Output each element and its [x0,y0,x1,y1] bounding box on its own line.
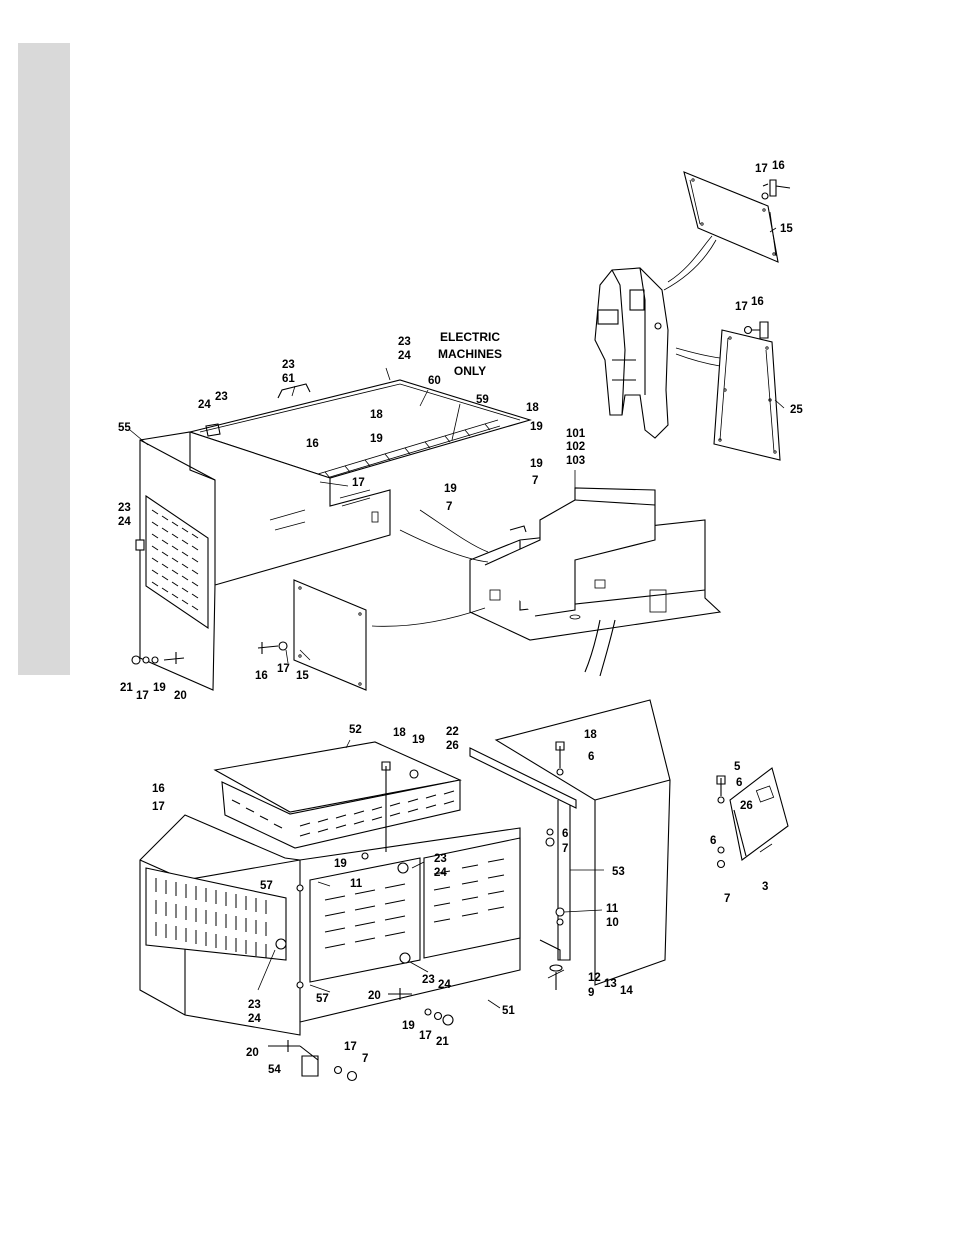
callout: 102 [566,441,585,453]
callout: 20 [174,690,187,702]
callout: 57 [260,880,273,892]
callout: 55 [118,422,131,434]
callout: 19 [402,1020,415,1032]
callout: 60 [428,375,441,387]
callout: 17 [755,163,768,175]
callout: 26 [740,800,753,812]
cover-plate-15-middle [258,580,366,690]
callout: 25 [790,404,803,416]
callout: 19 [412,734,425,746]
callout: 20 [368,990,381,1002]
callout: 13 [604,978,617,990]
callout: 53 [612,866,625,878]
callout: 21 [436,1036,449,1048]
callout: 24 [198,399,211,411]
note-line-2: MACHINES [438,347,502,361]
callout: 11 [350,878,363,890]
callout: 12 [588,972,601,984]
small-door-plate [717,768,788,868]
callout: 9 [588,987,594,999]
callout: 23 [398,336,411,348]
callout: 18 [393,727,406,739]
callout: 15 [780,223,793,235]
callout: 14 [620,985,633,997]
callout: 18 [584,729,597,741]
callout: 19 [370,433,383,445]
callout: 17 [136,690,149,702]
callout: 57 [316,993,329,1005]
callout: 19 [153,682,166,694]
callout: 24 [248,1013,261,1025]
callout: 16 [306,438,319,450]
cover-plate-25 [676,330,780,460]
callout: 19 [334,858,347,870]
equipment-tray [372,488,720,676]
callout: 23 [118,502,131,514]
callout: 17 [419,1030,432,1042]
callout: 7 [724,893,730,905]
callout: 19 [530,458,543,470]
note-line-3: ONLY [454,364,486,378]
callout: 22 [446,726,459,738]
callout: 101 [566,428,586,440]
callout: 59 [476,394,489,406]
callout: 23 [215,391,228,403]
callout: 24 [438,979,451,991]
callout: 10 [606,917,619,929]
callout: 11 [606,903,619,915]
callout: 16 [751,296,764,308]
callout: 7 [562,843,568,855]
callout: 7 [362,1053,368,1065]
callout: 61 [282,373,295,385]
electric-machines-note: ELECTRIC MACHINES ONLY [438,330,502,378]
callout: 18 [526,402,539,414]
callout: 24 [118,516,131,528]
callout: 7 [532,475,538,487]
callout: 6 [588,751,594,763]
cover-plate-15-top [664,172,778,290]
callout: 18 [370,409,383,421]
callout: 3 [762,881,768,893]
callout: 16 [152,783,165,795]
note-line-1: ELECTRIC [440,330,500,344]
callout: 17 [152,801,165,813]
callout: 52 [349,724,362,736]
callout: 51 [502,1005,515,1017]
callout: 6 [710,835,716,847]
callout: 7 [446,501,452,513]
lower-enclosure [140,742,520,1035]
callout: 17 [352,477,365,489]
callout: 6 [562,828,568,840]
callout: 15 [296,670,309,682]
callout: 54 [268,1064,281,1076]
callout: 26 [446,740,459,752]
callout: 16 [255,670,268,682]
callout: 24 [434,867,447,879]
callout: 20 [246,1047,259,1059]
callout: 23 [422,974,435,986]
callout: 16 [772,160,785,172]
callout: 19 [530,421,543,433]
callout: 23 [434,853,447,865]
callout: 6 [736,777,742,789]
callout: 24 [398,350,411,362]
callout: 17 [277,663,290,675]
callout: 17 [735,301,748,313]
callout: 21 [120,682,133,694]
lifting-bracket [595,268,668,438]
callout: 23 [248,999,261,1011]
callout: 23 [282,359,295,371]
callout: 17 [344,1041,357,1053]
callout: 5 [734,761,741,773]
callout: 103 [566,455,585,467]
callout: 19 [444,483,457,495]
